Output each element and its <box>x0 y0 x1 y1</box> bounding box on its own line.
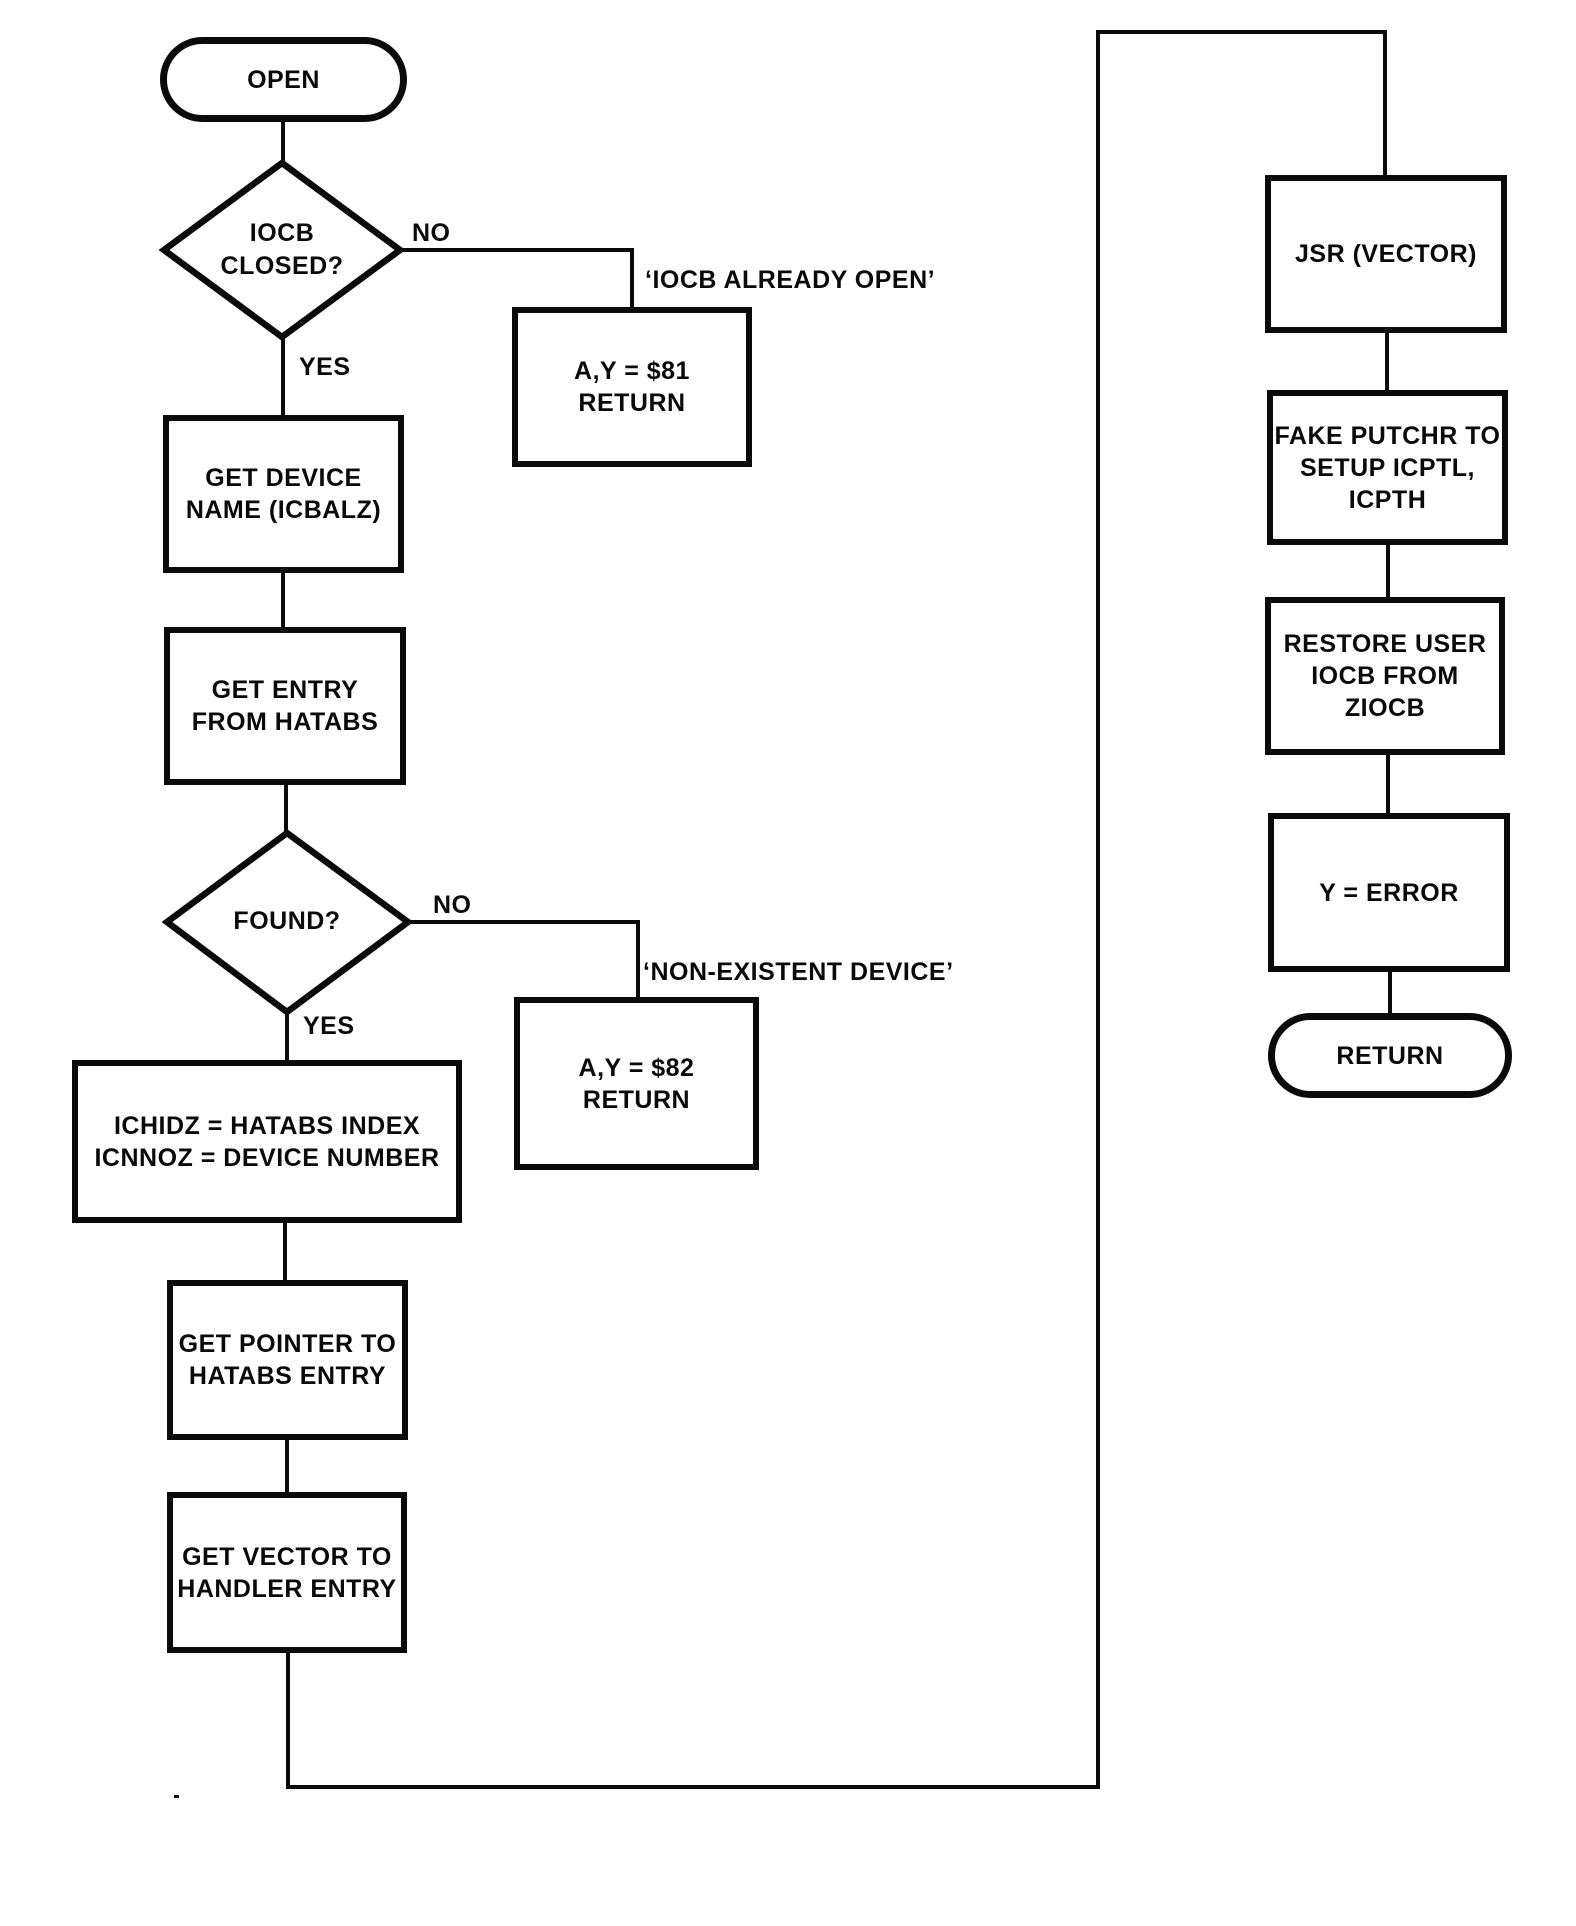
process-already-open-return: A,Y = $81 RETURN <box>512 307 752 467</box>
branch-label-yes-found: YES <box>303 1012 355 1040</box>
process-get-pointer-hatabs: GET POINTER TO HATABS ENTRY <box>167 1280 408 1440</box>
annotation-nonexistent-device: ‘NON-EXISTENT DEVICE’ <box>643 958 954 986</box>
process-get-vector-handler: GET VECTOR TO HANDLER ENTRY <box>167 1492 407 1653</box>
process-nonexistent-return: A,Y = $82 RETURN <box>514 997 759 1170</box>
edge-get-vector-loop-to-jsr <box>286 30 1387 1789</box>
scan-artifact-dot <box>174 1795 179 1798</box>
edge-iocb-closed-no <box>395 248 634 312</box>
decision-found-label: FOUND? <box>233 907 341 935</box>
terminal-open: OPEN <box>160 37 407 122</box>
process-get-device-name: GET DEVICE NAME (ICBALZ) <box>163 415 404 573</box>
process-jsr-vector: JSR (VECTOR) <box>1265 175 1507 333</box>
decision-iocb-closed-label: IOCB CLOSED? <box>220 219 344 280</box>
process-get-entry-hatabs: GET ENTRY FROM HATABS <box>164 627 406 785</box>
terminal-return: RETURN <box>1268 1013 1512 1098</box>
branch-label-no-iocb-closed: NO <box>412 219 451 247</box>
annotation-iocb-already-open: ‘IOCB ALREADY OPEN’ <box>645 266 936 294</box>
process-set-ichidz-icnnoz: ICHIDZ = HATABS INDEX ICNNOZ = DEVICE NU… <box>72 1060 462 1223</box>
branch-label-yes-iocb-closed: YES <box>299 353 351 381</box>
process-fake-putchr: FAKE PUTCHR TO SETUP ICPTL, ICPTH <box>1267 390 1508 545</box>
decision-iocb-closed-shape <box>158 158 406 342</box>
branch-label-no-found: NO <box>433 891 472 919</box>
decision-found-shape <box>161 828 414 1017</box>
process-restore-iocb: RESTORE USER IOCB FROM ZIOCB <box>1265 597 1505 755</box>
process-y-error: Y = ERROR <box>1268 813 1510 972</box>
edge-found-no <box>403 920 640 1002</box>
